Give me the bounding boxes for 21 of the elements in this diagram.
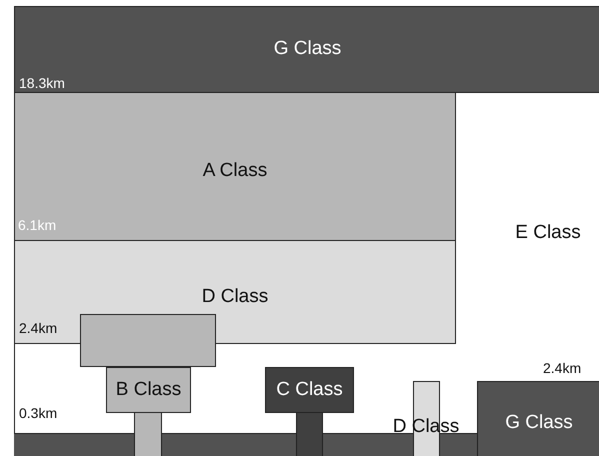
altitude-label: 2.4km [19,321,58,335]
airspace-block [477,381,599,456]
airspace-block [106,367,191,413]
altitude-label: 2.4km [543,361,582,375]
class-label: G Class [505,412,573,434]
airspace-block [80,314,216,367]
class-label: E Class [515,222,581,244]
airspace-bar [134,412,162,456]
airspace-block [14,6,599,93]
class-label: A Class [202,161,268,182]
altitude-label: 18.3km [19,76,65,90]
airspace-block [265,367,354,413]
altitude-label: 6.1km [18,218,56,232]
class-label: B Class [116,380,182,400]
class-label: G Class [274,39,342,60]
class-label: C Class [276,380,343,400]
airspace-bar [296,412,323,456]
airspace-block [14,240,456,344]
class-label: D Class [202,286,268,308]
airspace-block [14,92,456,241]
altitude-label: 0.3km [19,406,58,420]
